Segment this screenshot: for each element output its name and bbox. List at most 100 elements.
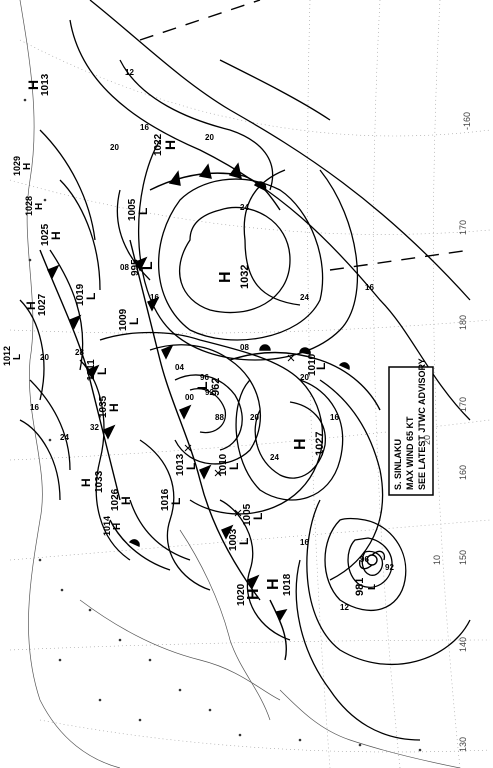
svg-text:1027: 1027 (314, 432, 326, 456)
dashed-line (139, 0, 471, 271)
svg-text:H: H (217, 271, 234, 283)
svg-text:1010: 1010 (307, 353, 318, 376)
svg-text:1020: 1020 (236, 583, 247, 606)
svg-text:L: L (184, 463, 198, 470)
pressure-centers: H 1032 H 1027 H 1022 H 1035 H 1033 H 102… (2, 73, 378, 606)
svg-text:H: H (162, 140, 178, 150)
high-center: H 1032 (217, 265, 251, 289)
isobar-label: 20 (110, 143, 119, 152)
svg-text:H: H (245, 588, 262, 600)
svg-text:1026: 1026 (110, 488, 121, 511)
isobar-label: 28 (75, 348, 84, 357)
isobar-labels: 12 16 20 24 28 32 08 04 00 96 92 88 20 1… (30, 68, 394, 612)
isobar-label: 16 (30, 403, 39, 412)
svg-text:L: L (237, 538, 251, 545)
high-center: H 1033 (79, 470, 105, 493)
svg-text:H: H (24, 301, 38, 310)
svg-text:L: L (127, 318, 141, 325)
low-center: L 1003 (228, 528, 251, 551)
isobar-label: 96 (360, 555, 369, 564)
lat-label: 10 (432, 555, 442, 565)
isobar-label: 16 (300, 538, 309, 547)
isobar-label: 96 (200, 373, 209, 382)
land-dots (23, 98, 422, 752)
svg-text:L: L (95, 368, 109, 375)
isobar-label: 32 (90, 423, 99, 432)
svg-text:H: H (49, 231, 63, 240)
svg-text:1027: 1027 (37, 293, 48, 316)
high-center: H 1018 (265, 573, 293, 596)
isobar-label: 92 (385, 563, 394, 572)
low-center: L 1016 (160, 488, 183, 511)
high-center: H 1035 (98, 395, 121, 418)
isobar-label: 24 (300, 293, 309, 302)
isobar-label: 20 (205, 133, 214, 142)
svg-text:H: H (112, 523, 123, 530)
svg-text:1018: 1018 (282, 573, 293, 596)
low-center: L 1005 (127, 198, 150, 221)
svg-text:1028: 1028 (24, 196, 34, 216)
svg-text:1010: 1010 (218, 453, 229, 476)
svg-text:L: L (169, 498, 183, 505)
svg-text:L: L (367, 584, 378, 590)
isobar-label: 16 (150, 293, 159, 302)
high-center: H 1027 (292, 432, 326, 456)
svg-text:H: H (22, 163, 33, 170)
isobar-label: 20 (300, 373, 309, 382)
svg-text:1025: 1025 (40, 223, 51, 246)
advisory-line: S. SINLAKU (393, 439, 403, 490)
high-center: H 1020 (236, 583, 262, 606)
lon-label: 160 (458, 465, 468, 480)
svg-text:1009: 1009 (118, 308, 129, 331)
isobar-label: 88 (215, 413, 224, 422)
graticule-labels: -160 170 180 170 160 150 140 130 20 10 (422, 112, 472, 752)
high-center: H 1025 (40, 223, 63, 246)
low-center: L 981 (354, 578, 378, 596)
svg-text:1033: 1033 (94, 470, 105, 493)
lat-label: 20 (422, 435, 432, 445)
svg-text:1011: 1011 (86, 359, 97, 381)
lon-label: 140 (458, 637, 468, 652)
svg-text:962: 962 (210, 378, 222, 396)
svg-text:1013: 1013 (40, 73, 51, 96)
svg-text:L: L (194, 381, 210, 390)
isobar-label: 92 (205, 388, 214, 397)
advisory-box: S. SINLAKU MAX WIND 65 KT SEE LATEST JTW… (388, 358, 434, 496)
svg-text:1032: 1032 (239, 265, 251, 289)
low-center: L 1011 (86, 359, 109, 381)
svg-text:1019: 1019 (75, 283, 86, 306)
isobar-label: 20 (250, 413, 259, 422)
svg-text:L: L (136, 208, 150, 215)
low-center: L 1019 (75, 283, 98, 306)
svg-text:L: L (314, 363, 328, 370)
svg-text:L: L (84, 293, 98, 300)
svg-text:1029: 1029 (12, 156, 22, 176)
lon-label: 150 (458, 550, 468, 565)
svg-text:H: H (292, 438, 309, 450)
svg-text:H: H (265, 578, 282, 590)
svg-text:1013: 1013 (175, 453, 186, 476)
station-marks (184, 354, 295, 517)
coastline (19, 0, 461, 768)
lon-label: 130 (458, 737, 468, 752)
lon-label: 170 (458, 220, 468, 235)
svg-text:1003: 1003 (228, 528, 239, 551)
svg-text:L: L (139, 261, 155, 270)
svg-text:1014: 1014 (102, 516, 112, 536)
isobar-label: 24 (240, 203, 249, 212)
high-center: H 1013 (25, 73, 51, 96)
fronts (39, 162, 381, 661)
svg-text:H: H (119, 496, 133, 505)
advisory-line: SEE LATEST JTWC ADVISORY (417, 358, 427, 490)
svg-text:L: L (227, 463, 241, 470)
isobar-label: 20 (40, 353, 49, 362)
low-center: L 1009 (118, 308, 141, 331)
isobar-label: 16 (330, 413, 339, 422)
isobar-label: 24 (270, 453, 279, 462)
svg-text:981: 981 (354, 578, 366, 596)
low-center: L 962 (194, 378, 222, 396)
lon-label: 180 (458, 315, 468, 330)
high-center: H 1027 (24, 293, 48, 316)
lon-label: -160 (462, 112, 472, 130)
